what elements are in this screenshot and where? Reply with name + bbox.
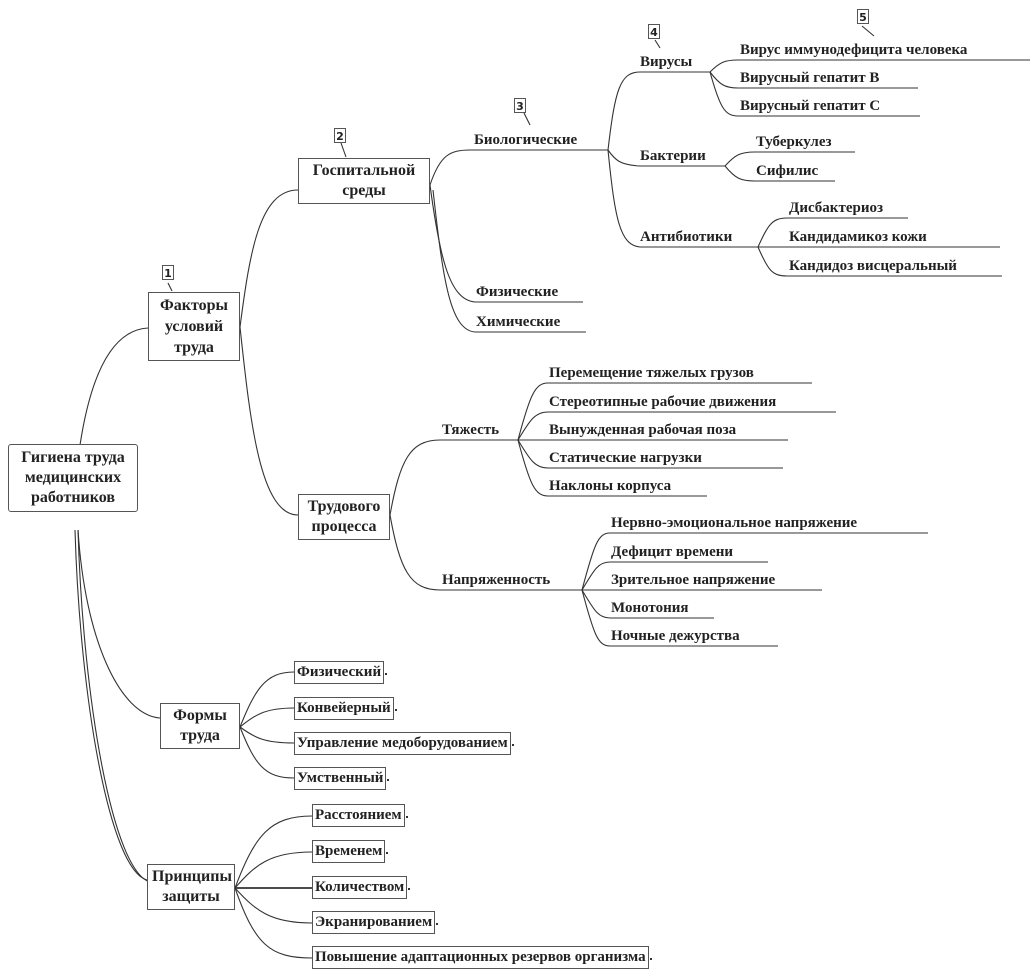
leaf-forms-3[interactable]: Управление медоборудованием — [294, 732, 514, 755]
leaf-forms-1[interactable]: Физический — [294, 661, 388, 684]
leaf-heaviness-4[interactable]: Статические нагрузки — [549, 450, 702, 466]
node-bacteria[interactable]: Бактерии — [640, 148, 706, 164]
marker-4: 4 — [648, 24, 660, 39]
link-bio-viruses — [607, 71, 710, 151]
leaf-forms-2[interactable]: Конвейерный — [294, 697, 397, 720]
link-tn-4 — [581, 589, 714, 619]
leaf-protection-3[interactable]: Количеством — [312, 876, 411, 899]
leaf-tension-1[interactable]: Нервно-эмоциональное напряжение — [611, 515, 858, 531]
leaf-virus-3[interactable]: Вирусный гепатит С — [740, 98, 881, 114]
leaf-protection-5[interactable]: Повышение адаптационных резервов организ… — [312, 946, 652, 969]
link-fm-2 — [239, 707, 295, 728]
link-hv-5 — [517, 439, 707, 497]
link-factors-labor — [239, 326, 299, 516]
leaf-antibiotics-3[interactable]: Кандидоз висцеральный — [789, 258, 957, 274]
leaf-bacteria-1[interactable]: Туберкулез — [756, 134, 832, 150]
root-node[interactable]: Гигиена труда медицинских работников — [8, 444, 138, 512]
leaf-forms-4[interactable]: Умственный — [294, 767, 390, 790]
link-labor-tension — [389, 514, 582, 591]
leaf-tension-5[interactable]: Ночные дежурства — [611, 628, 740, 644]
link-pr-5 — [234, 887, 313, 959]
leaf-virus-2[interactable]: Вирусный гепатит В — [740, 70, 880, 86]
link-ab-3 — [757, 246, 1002, 277]
link-root-protection — [74, 529, 148, 881]
link-fm-4 — [239, 726, 295, 779]
link-bio-bacteria — [607, 149, 725, 167]
link-ab-1 — [757, 217, 908, 248]
link-root-protection-2 — [77, 529, 151, 883]
leaf-antibiotics-2[interactable]: Кандидамикоз кожи — [789, 229, 927, 245]
marker-1: 1 — [162, 265, 174, 280]
marker-tail-1 — [167, 282, 173, 292]
link-tn-5 — [581, 589, 778, 647]
node-heaviness[interactable]: Тяжесть — [442, 422, 500, 438]
node-hospital[interactable]: Госпитальной среды — [298, 158, 430, 204]
marker-3: 3 — [514, 98, 526, 113]
link-vir-2 — [709, 71, 918, 89]
link-bac-2 — [724, 165, 835, 182]
leaf-virus-1[interactable]: Вирус иммунодефицита человека — [740, 42, 968, 58]
marker-tail-2 — [340, 142, 347, 158]
link-hospital-phys — [429, 184, 583, 303]
leaf-bacteria-2[interactable]: Сифилис — [756, 163, 819, 179]
node-biological[interactable]: Биологические — [474, 132, 578, 148]
link-pr-2 — [234, 851, 313, 889]
marker-5: 5 — [857, 9, 869, 24]
node-viruses[interactable]: Вирусы — [640, 54, 693, 70]
node-physical[interactable]: Физические — [476, 284, 559, 300]
link-fm-1 — [239, 671, 295, 728]
link-bio-antibiotics — [607, 149, 758, 248]
leaf-heaviness-5[interactable]: Наклоны корпуса — [549, 478, 672, 494]
node-tension[interactable]: Напряженность — [442, 572, 551, 588]
marker-tail-5 — [861, 25, 875, 37]
leaf-protection-2[interactable]: Временем — [312, 840, 389, 863]
leaf-tension-2[interactable]: Дефицит времени — [611, 544, 734, 560]
link-pr-1 — [234, 815, 313, 889]
node-antibiotics[interactable]: Антибиотики — [640, 229, 733, 245]
link-labor-heavy — [389, 439, 518, 516]
link-root-factors — [79, 327, 149, 446]
link-hv-2 — [517, 411, 836, 441]
link-pr-4 — [234, 887, 313, 924]
node-factors[interactable]: Факторы условий труда — [148, 292, 240, 361]
leaf-antibiotics-1[interactable]: Дисбактериоз — [789, 200, 883, 216]
link-bac-1 — [724, 151, 855, 167]
link-vir-3 — [709, 71, 920, 117]
link-vir-1 — [709, 59, 1030, 73]
link-fm-3 — [239, 726, 295, 744]
link-hv-1 — [517, 382, 812, 441]
leaf-heaviness-1[interactable]: Перемещение тяжелых грузов — [549, 365, 754, 381]
leaf-protection-4[interactable]: Экранированием — [312, 911, 439, 934]
marker-tail-3 — [523, 112, 531, 126]
link-hospital-chem — [432, 189, 586, 333]
link-hospital-bio — [429, 149, 608, 186]
marker-tail-4 — [654, 39, 661, 49]
link-tn-1 — [581, 532, 928, 591]
node-protection[interactable]: Принципы защиты — [147, 864, 235, 910]
link-root-forms — [77, 529, 161, 719]
link-tn-2 — [581, 561, 768, 591]
leaf-heaviness-2[interactable]: Стереотипные рабочие движения — [549, 394, 777, 410]
leaf-tension-3[interactable]: Зрительное напряжение — [611, 572, 776, 588]
leaf-protection-1[interactable]: Расстоянием — [312, 804, 408, 827]
link-factors-hospital — [239, 189, 299, 328]
link-hv-4 — [517, 439, 783, 469]
node-chemical[interactable]: Химические — [476, 314, 561, 330]
node-forms[interactable]: Формы труда — [160, 703, 240, 749]
node-labor[interactable]: Трудового процесса — [298, 494, 390, 540]
leaf-heaviness-3[interactable]: Вынужденная рабочая поза — [549, 422, 737, 438]
leaf-tension-4[interactable]: Монотония — [611, 600, 689, 616]
marker-2: 2 — [334, 128, 346, 143]
